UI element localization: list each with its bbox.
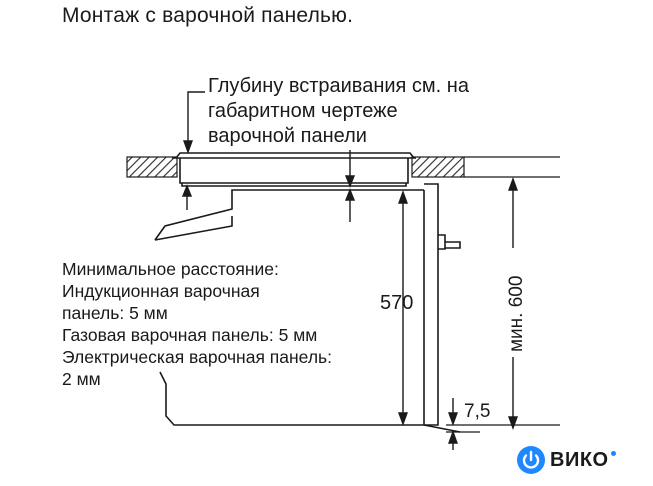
power-icon: [517, 446, 545, 474]
min-distance-line: Минимальное расстояние:: [62, 259, 279, 279]
niche-height-dimension: [508, 176, 518, 431]
brand-logo[interactable]: ВИКО: [516, 444, 616, 476]
depth-note-line: габаритном чертеже: [208, 100, 398, 122]
page-title: Монтаж с варочной панелью.: [62, 4, 354, 27]
depth-leader-arrow: [183, 91, 205, 155]
oven-height-label: 570: [380, 292, 413, 314]
min-distance-line: панель: 5 мм: [62, 303, 168, 323]
min-distance-note: Минимальное расстояние: Индукционная вар…: [62, 258, 332, 390]
bottom-gap-label: 7,5: [464, 401, 490, 422]
depth-note-line: варочной панели: [208, 125, 367, 147]
min-distance-line: Электрическая варочная панель:: [62, 347, 333, 367]
countertop-left: [126, 156, 178, 178]
min-distance-line: Газовая варочная панель: 5 мм: [62, 325, 318, 345]
bottom-gap-dimension: [448, 398, 458, 450]
min-distance-line: Индукционная варочная: [62, 281, 260, 301]
countertop-right: [411, 156, 465, 178]
left-clearance-arrow: [181, 184, 193, 210]
brand-dot: [610, 450, 616, 456]
min-distance-line: 2 мм: [62, 369, 101, 389]
oven-height-dimension: [398, 189, 408, 427]
depth-note-line: Глубину встраивания см. на: [208, 75, 469, 97]
brand-name: ВИКО: [550, 448, 609, 471]
depth-note: Глубину встраивания см. на габаритном че…: [208, 74, 469, 149]
hob: [172, 152, 416, 187]
hob-depth-arrow: [344, 150, 356, 222]
oven-body: [154, 183, 461, 433]
niche-height-label: мин. 600: [506, 276, 527, 352]
